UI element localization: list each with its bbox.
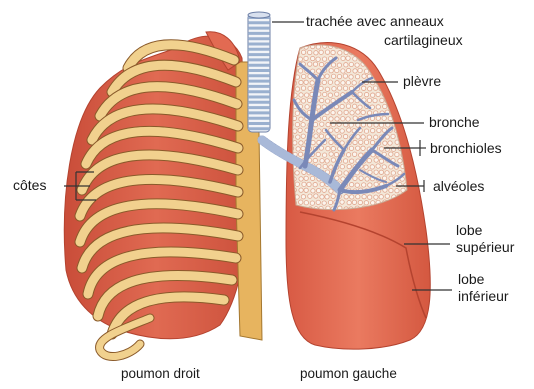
trachea-ring [248,96,270,99]
label-bronchioles: bronchioles [430,141,502,156]
trachea-ring [248,111,270,114]
trachea-ring [248,27,270,30]
label-ribs: côtes [13,178,46,193]
trachea-ring [248,48,270,51]
trachea-ring [248,122,270,125]
label-lower-lobe-2: inférieur [458,289,509,304]
trachea-ring [248,90,270,93]
label-alveoli: alvéoles [433,179,484,194]
trachea-ring [248,21,270,24]
label-trachea-2: cartilagineux [384,33,463,48]
trachea-ring [248,37,270,40]
label-bronchus: bronche [429,115,480,130]
trachea-ring [248,53,270,56]
trachea-ring [248,64,270,67]
caption-left-lung: poumon gauche [300,366,397,381]
caption-right-lung: poumon droit [121,366,200,381]
trachea-ring [248,106,270,109]
trachea-ring [248,69,270,72]
trachea-ring [248,127,270,130]
label-pleura: plèvre [403,74,441,89]
label-lower-lobe-1: lobe [458,272,484,287]
trachea-ring [248,74,270,77]
label-upper-lobe-1: lobe [456,223,482,238]
trachea [248,12,270,132]
trachea-ring [248,80,270,83]
trachea-ring [248,101,270,104]
trachea-ring [248,58,270,61]
trachea-ring [248,85,270,88]
trachea-ring [248,43,270,46]
trachea-ring [248,117,270,120]
trachea-ring [248,32,270,35]
label-trachea-1: trachée avec anneaux [306,14,444,29]
label-upper-lobe-2: supérieur [456,240,514,255]
